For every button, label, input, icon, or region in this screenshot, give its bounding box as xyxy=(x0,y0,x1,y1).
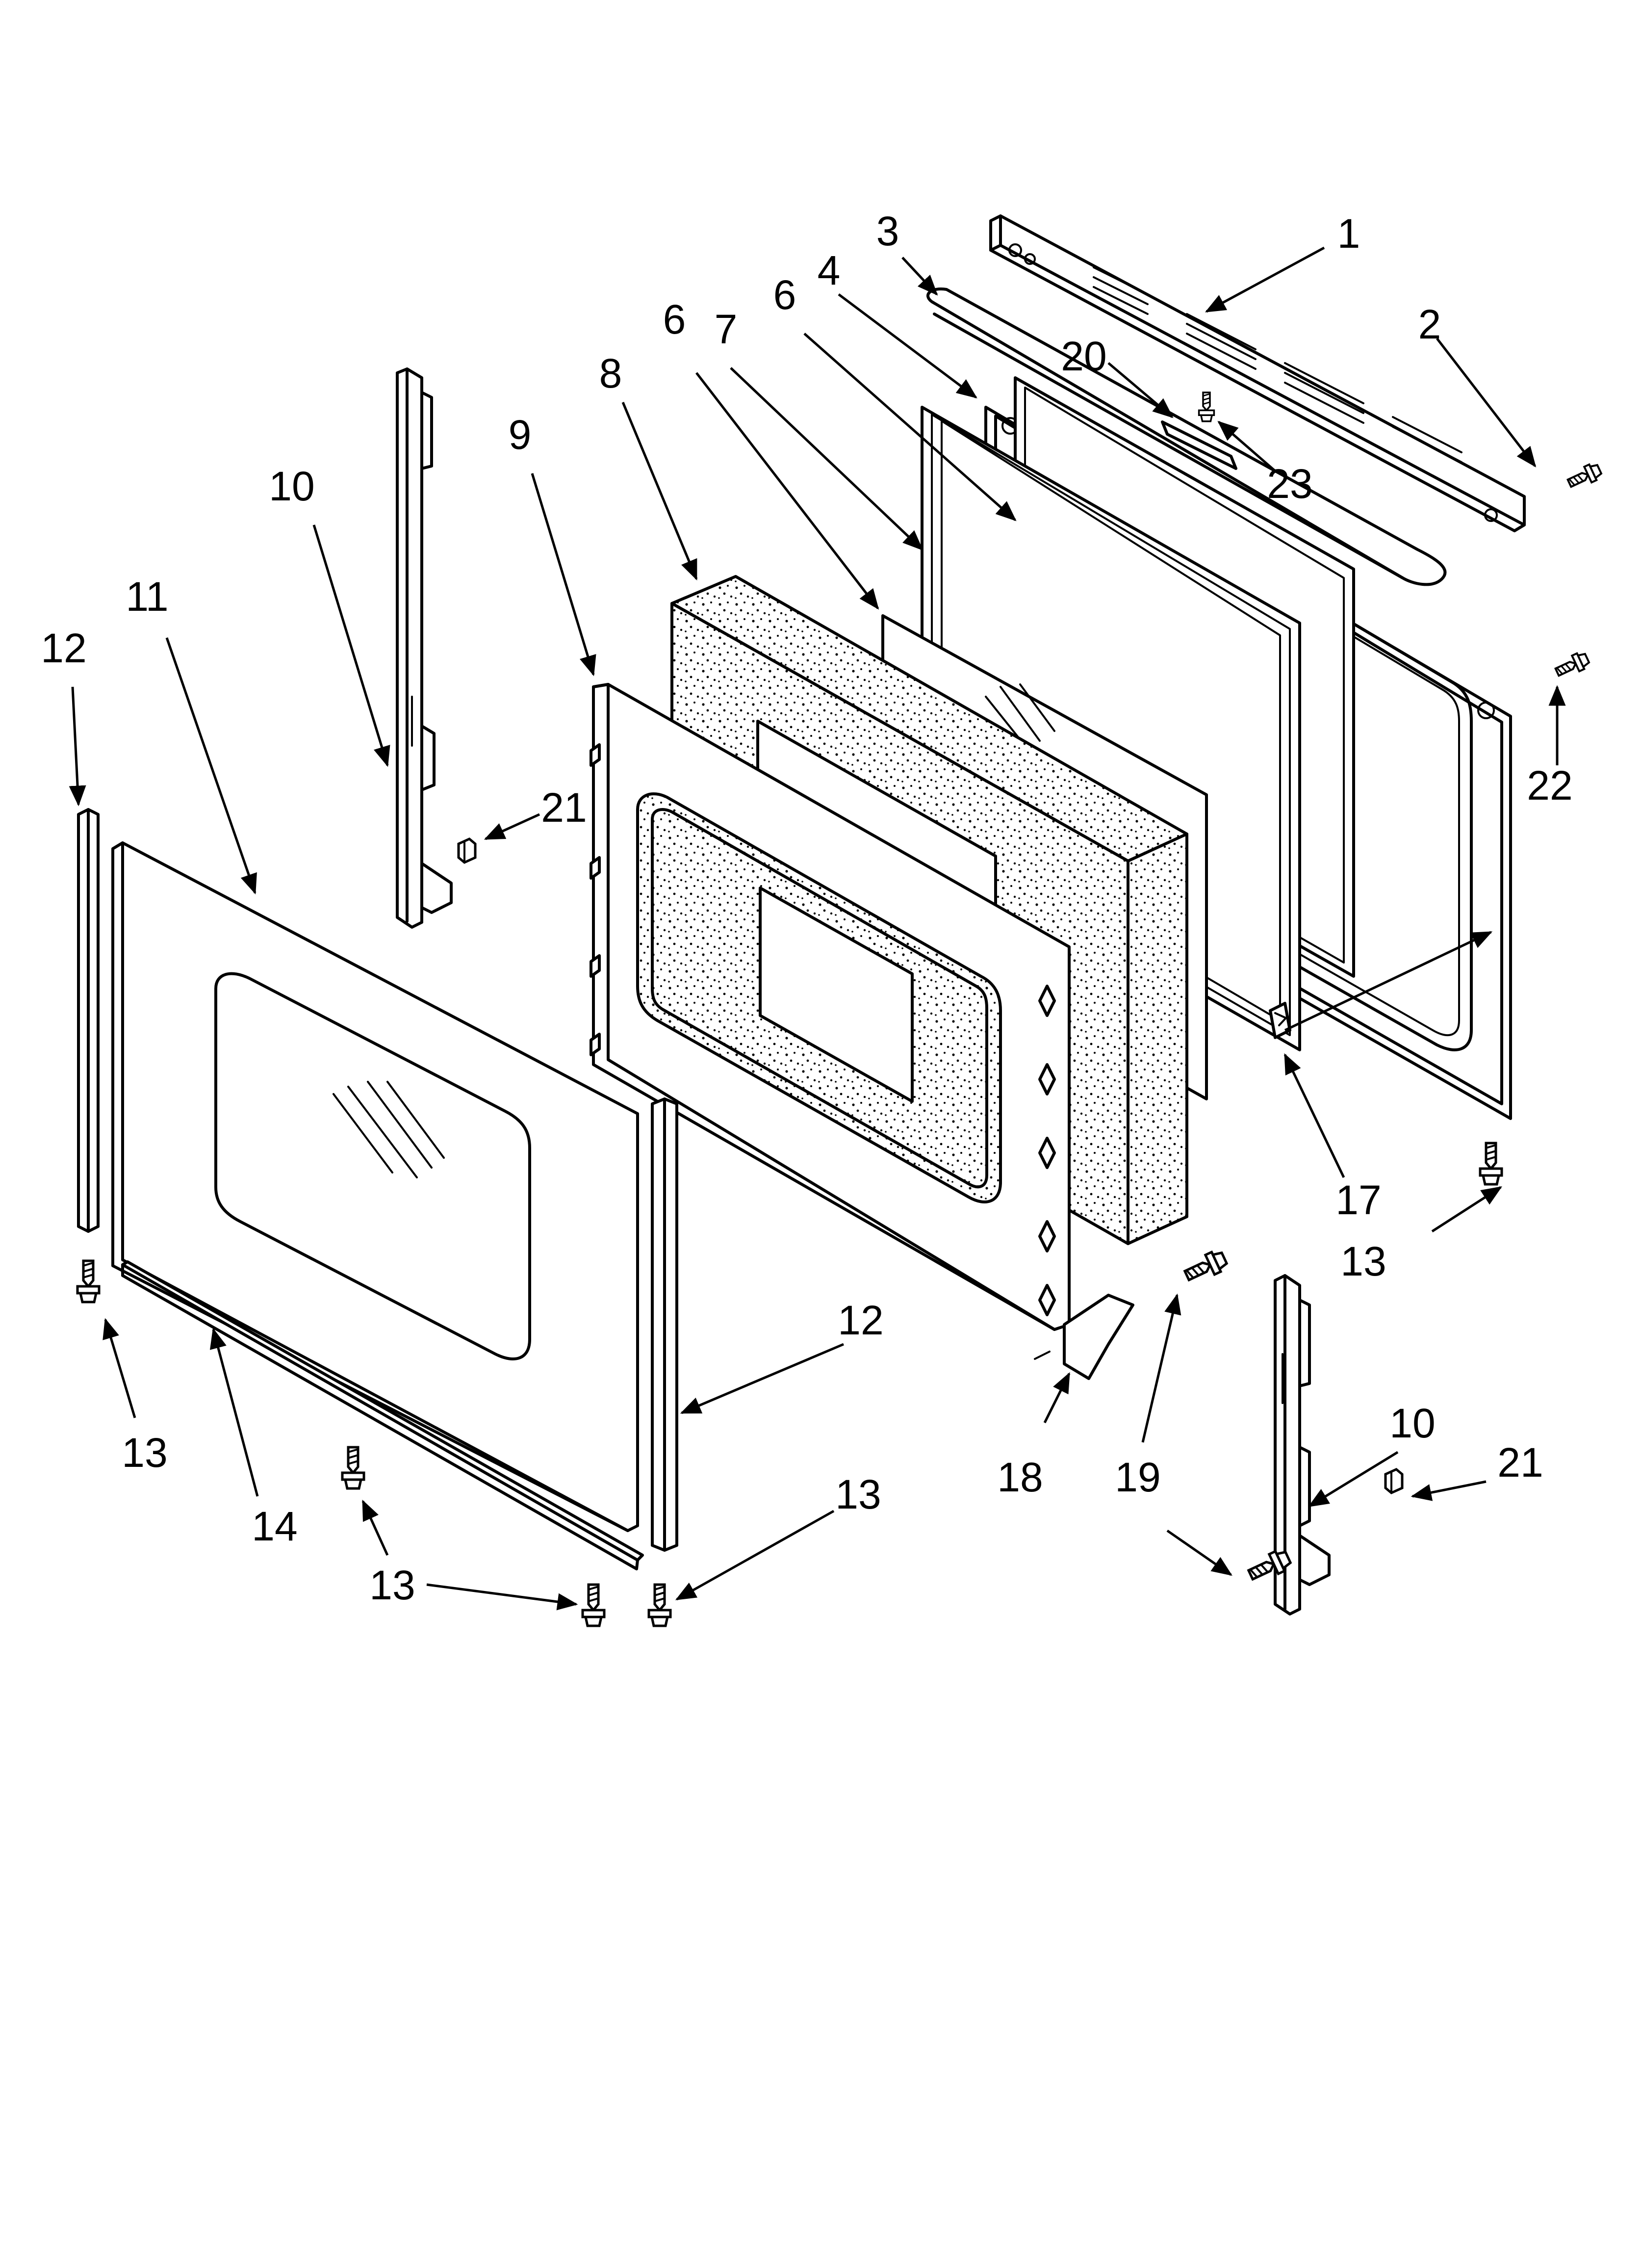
part-9-door-liner xyxy=(590,683,1071,1331)
part-20-bracket xyxy=(1161,420,1237,470)
callout-17: 17 xyxy=(1335,1177,1381,1223)
part-21-clip-left xyxy=(459,839,475,862)
callout-3: 3 xyxy=(876,208,899,254)
part-13-screw-c xyxy=(583,1585,604,1626)
callout-23: 23 xyxy=(1267,461,1312,507)
callout-1: 1 xyxy=(1337,210,1360,257)
part-13-screw-a xyxy=(77,1261,99,1302)
callout-7: 7 xyxy=(715,306,738,352)
callout-21-left: 21 xyxy=(541,784,587,831)
callout-10-right: 10 xyxy=(1389,1400,1435,1446)
callout-12-right: 12 xyxy=(838,1297,883,1343)
part-2-screw xyxy=(1566,462,1603,491)
part-14-bottom-trim xyxy=(121,1260,644,1570)
part-23-screw xyxy=(1198,391,1215,422)
part-1-trim xyxy=(989,214,1526,532)
callout-13-c: 13 xyxy=(835,1471,881,1517)
part-13-screw-e xyxy=(1480,1143,1502,1184)
part-12-left-trim xyxy=(77,808,100,1233)
callout-18: 18 xyxy=(997,1454,1043,1500)
part-19-screw xyxy=(1182,1249,1229,1285)
part-22-screw xyxy=(1554,651,1591,680)
callout-13-d: 13 xyxy=(1340,1238,1386,1284)
part-13-screw-b xyxy=(342,1447,364,1488)
callout-13-a: 13 xyxy=(122,1430,167,1476)
callout-6-rear: 6 xyxy=(773,272,796,318)
callout-10-left: 10 xyxy=(269,463,314,509)
callout-14: 14 xyxy=(252,1503,297,1549)
leader-lines xyxy=(69,246,1566,1611)
callout-2: 2 xyxy=(1418,301,1441,347)
callout-13-b: 13 xyxy=(369,1562,415,1608)
part-10-left-hinge xyxy=(396,367,453,929)
part-17-clip xyxy=(1269,1002,1291,1039)
callout-21-right: 21 xyxy=(1497,1439,1543,1486)
part-18-bracket xyxy=(1034,1294,1134,1380)
callout-11: 11 xyxy=(126,574,168,620)
callout-8: 8 xyxy=(599,350,622,396)
callout-12-left: 12 xyxy=(41,625,86,671)
callout-20: 20 xyxy=(1061,333,1106,379)
callout-labels: 1 2 3 4 6 6 7 8 9 10 10 11 12 12 13 13 1… xyxy=(41,208,1572,1608)
part-13-screw-d xyxy=(649,1585,670,1626)
callout-9: 9 xyxy=(509,412,532,458)
part-11-outer-door xyxy=(111,841,639,1532)
callout-22: 22 xyxy=(1527,762,1572,808)
callout-19: 19 xyxy=(1115,1454,1160,1500)
callout-6-front: 6 xyxy=(663,296,686,342)
part-21-clip-right xyxy=(1385,1469,1402,1493)
callout-4: 4 xyxy=(818,247,841,293)
part-12-right-trim xyxy=(651,1097,678,1552)
